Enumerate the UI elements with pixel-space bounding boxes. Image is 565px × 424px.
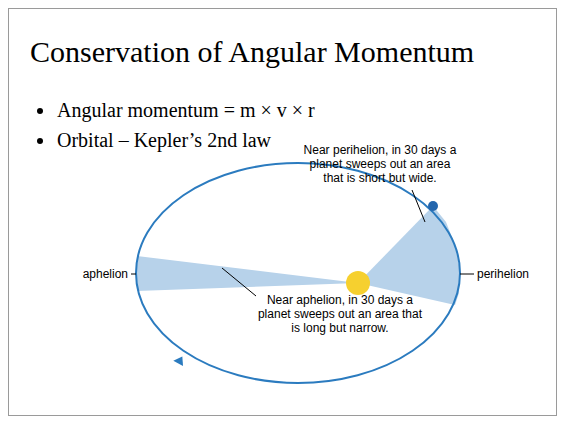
perihelion-wedge <box>358 206 460 305</box>
slide-title: Conservation of Angular Momentum <box>30 35 474 70</box>
leader-line <box>412 190 425 222</box>
orbit-point-label: perihelion <box>477 267 529 281</box>
bullet-text: Orbital – Kepler’s 2nd law <box>57 128 271 152</box>
leader-line <box>460 274 474 275</box>
leader-line <box>222 268 256 296</box>
aphelion-wedge <box>136 256 358 291</box>
direction-arrow <box>173 354 186 366</box>
bullet-dot <box>37 108 43 114</box>
orbit-ellipse <box>136 163 460 383</box>
bullet-text: Angular momentum = m × v × r <box>57 98 315 122</box>
slide-border <box>9 9 557 416</box>
sun <box>346 271 370 295</box>
orbit-point-label: aphelion <box>83 267 128 281</box>
planet <box>428 201 438 211</box>
leader-line <box>131 274 136 275</box>
callout-note: Near aphelion, in 30 days a planet sweep… <box>254 293 426 335</box>
callout-note: Near perihelion, in 30 days a planet swe… <box>300 143 460 185</box>
bullet-dot <box>37 138 43 144</box>
